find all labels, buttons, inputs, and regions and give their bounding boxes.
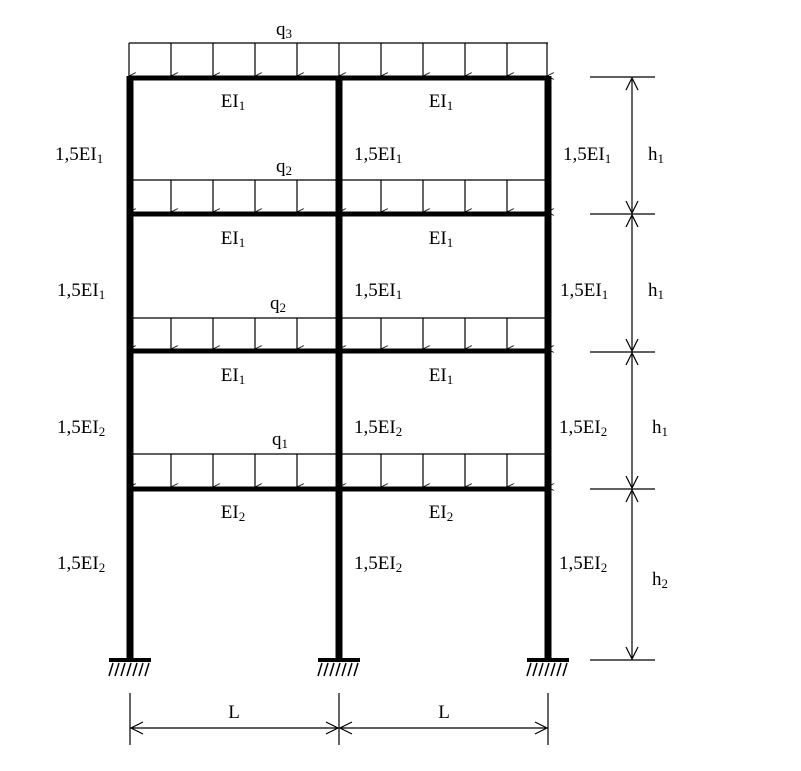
height-label-h1: h1 bbox=[648, 280, 664, 302]
dim-arrowheads bbox=[625, 76, 639, 661]
span-label-right: L bbox=[438, 702, 450, 723]
dim-arrowheads bbox=[129, 721, 549, 735]
load-label-q1: q1 bbox=[272, 429, 288, 451]
beam-label: EI1 bbox=[428, 228, 454, 250]
fixed-support-right bbox=[526, 658, 569, 677]
column-label: 1,5EI2 bbox=[57, 417, 106, 439]
load-q3-arrows bbox=[129, 42, 548, 76]
column-label: 1,5EI1 bbox=[354, 280, 403, 302]
beam-label: EI1 bbox=[220, 91, 246, 113]
column-label: 1,5EI1 bbox=[55, 144, 104, 166]
column-label: 1,5EI1 bbox=[57, 280, 106, 302]
column-label: 1,5EI2 bbox=[57, 553, 106, 575]
fixed-support-left bbox=[108, 658, 151, 677]
span-label-left: L bbox=[228, 702, 240, 723]
load-label-q2: q2 bbox=[270, 293, 286, 315]
height-label-h2: h2 bbox=[652, 569, 668, 591]
height-dimensions bbox=[590, 76, 655, 661]
beam-label: EI1 bbox=[220, 365, 246, 387]
beam-label: EI1 bbox=[428, 365, 454, 387]
column-label: 1,5EI1 bbox=[354, 144, 403, 166]
column-label: 1,5EI2 bbox=[354, 553, 403, 575]
load-label-q3: q3 bbox=[276, 19, 292, 41]
fixed-support-middle bbox=[317, 658, 360, 677]
column-label: 1,5EI2 bbox=[559, 553, 608, 575]
fixed-supports bbox=[108, 658, 569, 677]
beam-label: EI2 bbox=[428, 502, 454, 524]
beam-label: EI2 bbox=[220, 502, 246, 524]
beam-label: EI1 bbox=[220, 228, 246, 250]
column-label: 1,5EI1 bbox=[560, 280, 609, 302]
column-label: 1,5EI2 bbox=[354, 417, 403, 439]
column-label: 1,5EI2 bbox=[559, 417, 608, 439]
columns bbox=[126, 76, 552, 659]
beam-label: EI1 bbox=[428, 91, 454, 113]
column-label: 1,5EI1 bbox=[563, 144, 612, 166]
span-dimensions bbox=[129, 693, 549, 745]
height-label-h1: h1 bbox=[648, 144, 664, 166]
load-label-q2: q2 bbox=[276, 156, 292, 178]
height-label-h1: h1 bbox=[652, 417, 668, 439]
